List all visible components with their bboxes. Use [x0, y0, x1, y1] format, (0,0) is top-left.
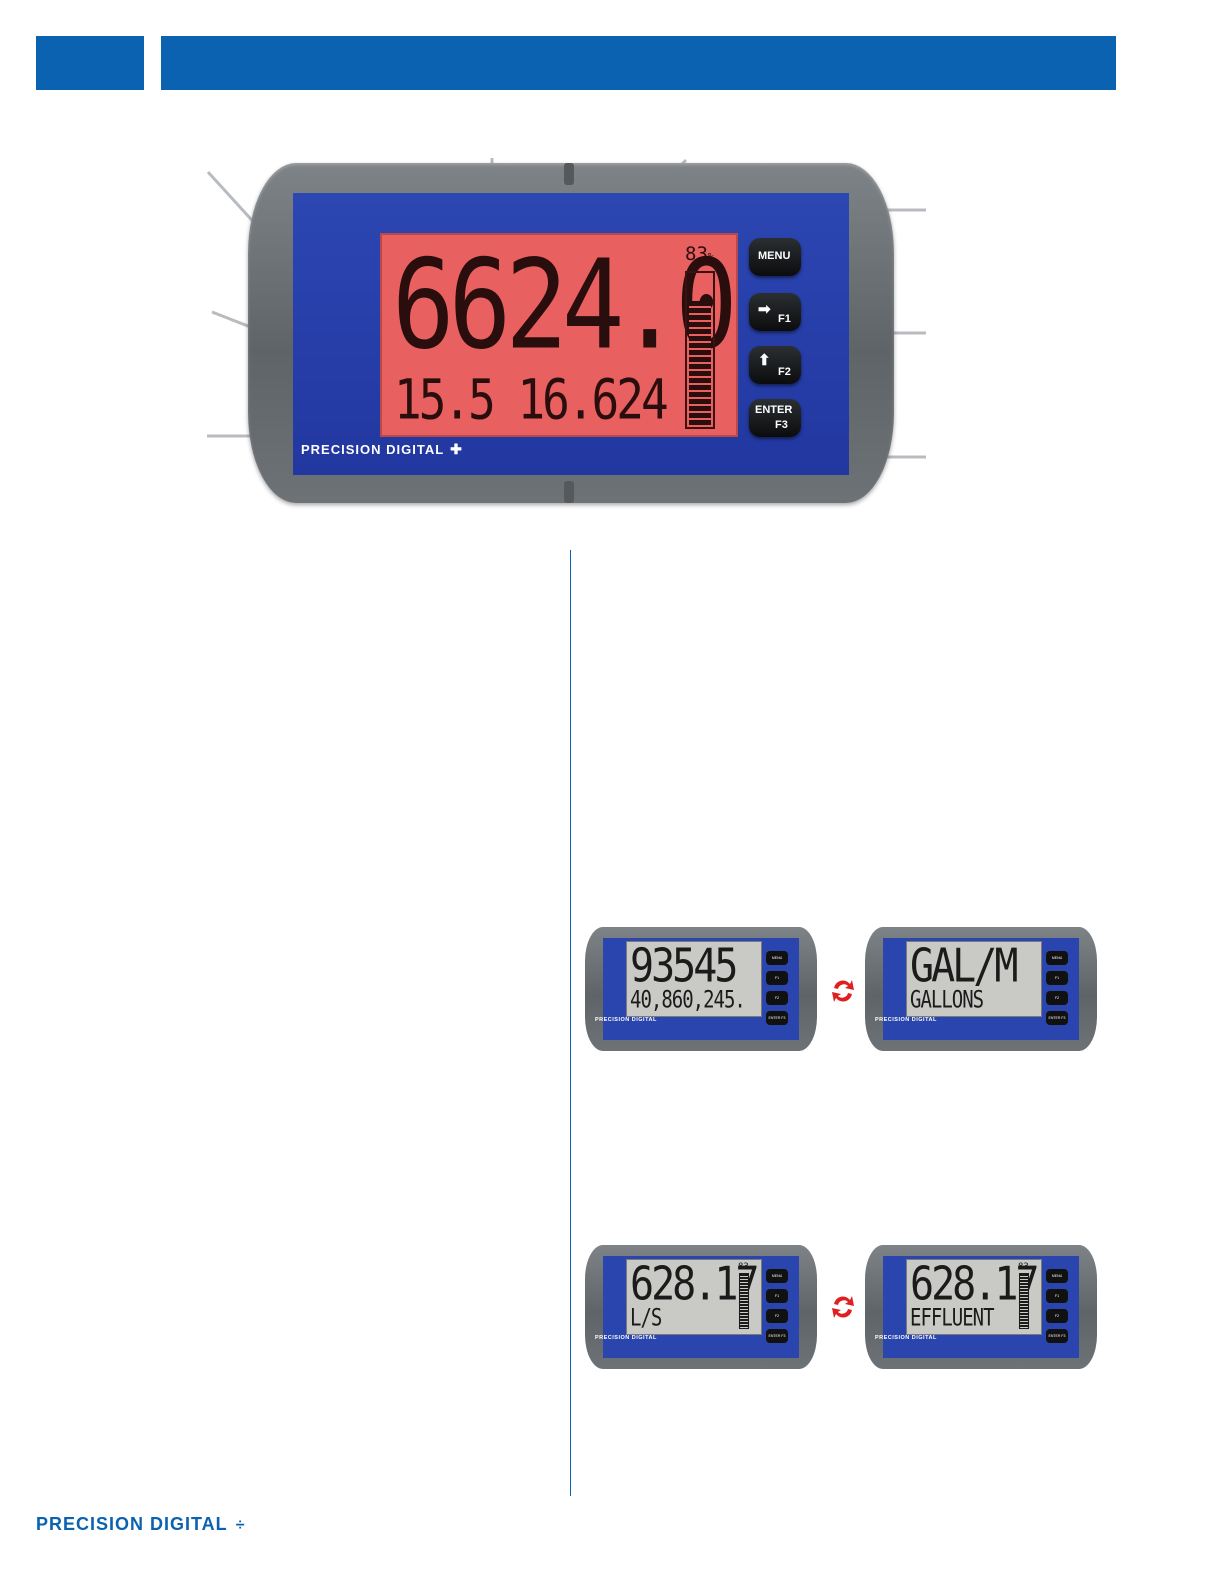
enter-f3-button[interactable]: ENTER F3	[749, 399, 801, 437]
meter-faceplate: 6624.0 15.5 16.624 83% PRECISION DIGITAL…	[293, 193, 849, 475]
mini-f1-button[interactable]: F1	[1046, 1289, 1068, 1303]
mini-enter-button[interactable]: ENTER F3	[1046, 1329, 1068, 1343]
mini-lcd: GAL/M GALLONS	[906, 940, 1042, 1017]
mini-meter-units: GAL/M GALLONS PRECISION DIGITAL MENU F1 …	[865, 927, 1097, 1051]
mini-bargraph	[739, 1273, 749, 1329]
brand-label: PRECISION DIGITAL✚	[301, 441, 463, 457]
mini-enter-button[interactable]: ENTER F3	[1046, 1011, 1068, 1025]
cycle-arrows-icon	[832, 980, 854, 1002]
footer-logo: PRECISION DIGITAL÷	[36, 1514, 246, 1534]
mini-bottom-value: 40,860,245.	[630, 986, 746, 1014]
mini-f1-button[interactable]: F1	[1046, 971, 1068, 985]
mini-enter-button[interactable]: ENTER F3	[766, 1329, 788, 1343]
main-display-value: 6624.0	[392, 233, 738, 377]
mini-bottom-value: GALLONS	[910, 986, 984, 1014]
mini-lcd: 628.17 L/S 83	[626, 1258, 762, 1335]
mini-menu-button[interactable]: MENU	[1046, 951, 1068, 965]
bargraph-fill	[689, 301, 711, 425]
mini-brand: PRECISION DIGITAL	[875, 1017, 937, 1023]
secondary-display-value: 15.5 16.624	[394, 367, 669, 432]
mini-percent: 83	[738, 1262, 749, 1272]
mini-menu-button[interactable]: MENU	[766, 1269, 788, 1283]
f2-up-button[interactable]: ⬆ F2	[749, 346, 801, 384]
f1-right-button[interactable]: ➡ F1	[749, 293, 801, 331]
mini-lcd: 628.17 EFFLUENT 83	[906, 1258, 1042, 1335]
mini-top-value: 628.17	[630, 1258, 759, 1311]
mini-f2-button[interactable]: F2	[1046, 991, 1068, 1005]
mini-brand: PRECISION DIGITAL	[875, 1335, 937, 1341]
brand-cross-icon: ✚	[450, 441, 463, 457]
mini-menu-button[interactable]: MENU	[1046, 1269, 1068, 1283]
lcd-display: 6624.0 15.5 16.624 83%	[380, 233, 738, 437]
bargraph	[685, 271, 715, 429]
up-arrow-icon: ⬆	[758, 352, 771, 369]
mini-f2-button[interactable]: F2	[766, 991, 788, 1005]
logo-mark-icon: ÷	[235, 1517, 246, 1534]
header-bar	[161, 36, 1116, 90]
mini-lcd: 93545 40,860,245.	[626, 940, 762, 1017]
column-divider	[570, 550, 571, 1496]
mini-menu-button[interactable]: MENU	[766, 951, 788, 965]
mini-f1-button[interactable]: F1	[766, 971, 788, 985]
mini-bottom-value: EFFLUENT	[910, 1304, 995, 1332]
mini-f2-button[interactable]: F2	[766, 1309, 788, 1323]
mini-top-value: 628.17	[910, 1258, 1039, 1311]
mini-meter-ls: 628.17 L/S 83 PRECISION DIGITAL MENU F1 …	[585, 1245, 817, 1369]
mini-bargraph	[1019, 1273, 1029, 1329]
mini-brand: PRECISION DIGITAL	[595, 1017, 657, 1023]
cycle-arrows-icon	[832, 1296, 854, 1318]
mini-f2-button[interactable]: F2	[1046, 1309, 1068, 1323]
mini-meter-rate: 93545 40,860,245. PRECISION DIGITAL MENU…	[585, 927, 817, 1051]
mini-percent: 83	[1018, 1262, 1029, 1272]
mini-brand: PRECISION DIGITAL	[595, 1335, 657, 1341]
mini-f1-button[interactable]: F1	[766, 1289, 788, 1303]
main-meter: 6624.0 15.5 16.624 83% PRECISION DIGITAL…	[248, 163, 894, 503]
mini-bottom-value: L/S	[630, 1304, 662, 1332]
mini-meter-tag: 628.17 EFFLUENT 83 PRECISION DIGITAL MEN…	[865, 1245, 1097, 1369]
mini-top-value: 93545	[630, 940, 738, 993]
header-block-left	[36, 36, 144, 90]
bezel-ridge-bottom	[564, 481, 574, 503]
bezel-ridge-top	[564, 163, 574, 185]
menu-button[interactable]: MENU	[749, 238, 801, 276]
mini-top-value: GAL/M	[910, 940, 1018, 993]
right-arrow-icon: ➡	[758, 301, 771, 318]
mini-enter-button[interactable]: ENTER F3	[766, 1011, 788, 1025]
bargraph-percent: 83%	[685, 243, 714, 265]
